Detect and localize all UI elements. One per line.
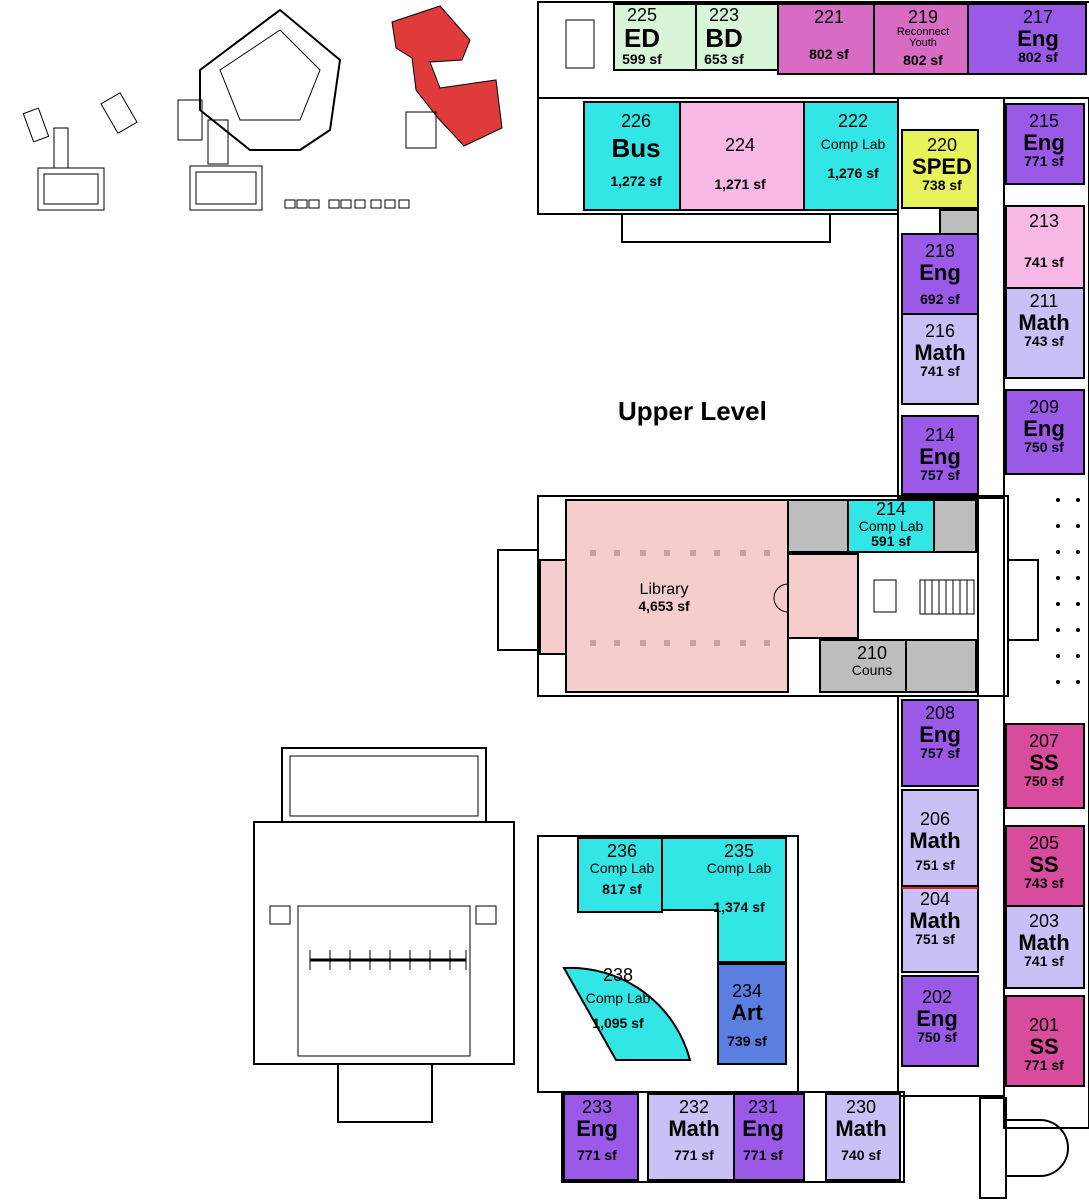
room-236-fill (577, 837, 663, 913)
room-207-fill (1005, 723, 1085, 809)
room-209-fill (1005, 389, 1085, 475)
room-202-fill (901, 975, 979, 1067)
room-224-fill (679, 101, 805, 211)
room-label[interactable]: 224 1,271 sf (714, 135, 766, 192)
room-203-fill (1005, 905, 1085, 989)
room-208-fill (901, 699, 979, 787)
room-235-fill (661, 837, 787, 963)
auditorium (253, 747, 515, 1123)
room-label[interactable]: 221 802 sf (809, 7, 849, 62)
room-222-fill (803, 101, 899, 211)
library-apse-fill (787, 553, 859, 639)
room-232-fill (647, 1093, 735, 1181)
room-233-fill (563, 1093, 639, 1181)
room-205-fill (1005, 825, 1085, 907)
room-217-fill (967, 3, 1087, 75)
room-206-fill (901, 789, 979, 887)
room-214-fill (901, 415, 979, 495)
key-map (22, 5, 503, 211)
room-223-fill (695, 3, 779, 71)
room-216-fill (901, 313, 979, 405)
library-entry-fill (539, 559, 567, 655)
room-218-fill (901, 233, 979, 315)
current-building-highlight (391, 5, 503, 147)
room-226-fill (583, 101, 681, 211)
room-204-fill (901, 887, 979, 973)
library-fill (565, 499, 789, 693)
room-234-fill (717, 963, 787, 1065)
storage-gray-3 (939, 209, 979, 235)
storage-gray-2 (933, 499, 977, 553)
room-220-fill (901, 129, 979, 209)
room-213-fill (1005, 205, 1085, 289)
room-221-fill (777, 3, 875, 75)
courtyard-dots (1056, 498, 1080, 684)
library-columns (590, 550, 770, 646)
room-210-fill (819, 639, 907, 693)
storage-gray-1 (787, 499, 849, 553)
room-201-fill (1005, 995, 1085, 1087)
storage-gray-4 (905, 639, 977, 693)
room-238-fill (562, 966, 692, 1061)
room-211-fill (1005, 287, 1085, 379)
room-label[interactable]: 213 741 sf (1024, 211, 1064, 270)
room-225-fill (613, 3, 697, 71)
room-231-fill (733, 1093, 805, 1181)
level-title: Upper Level (618, 396, 767, 426)
room-230-fill (825, 1093, 901, 1181)
room-219-fill (873, 3, 969, 75)
stairs (565, 19, 975, 615)
room-215-fill (1005, 103, 1085, 185)
